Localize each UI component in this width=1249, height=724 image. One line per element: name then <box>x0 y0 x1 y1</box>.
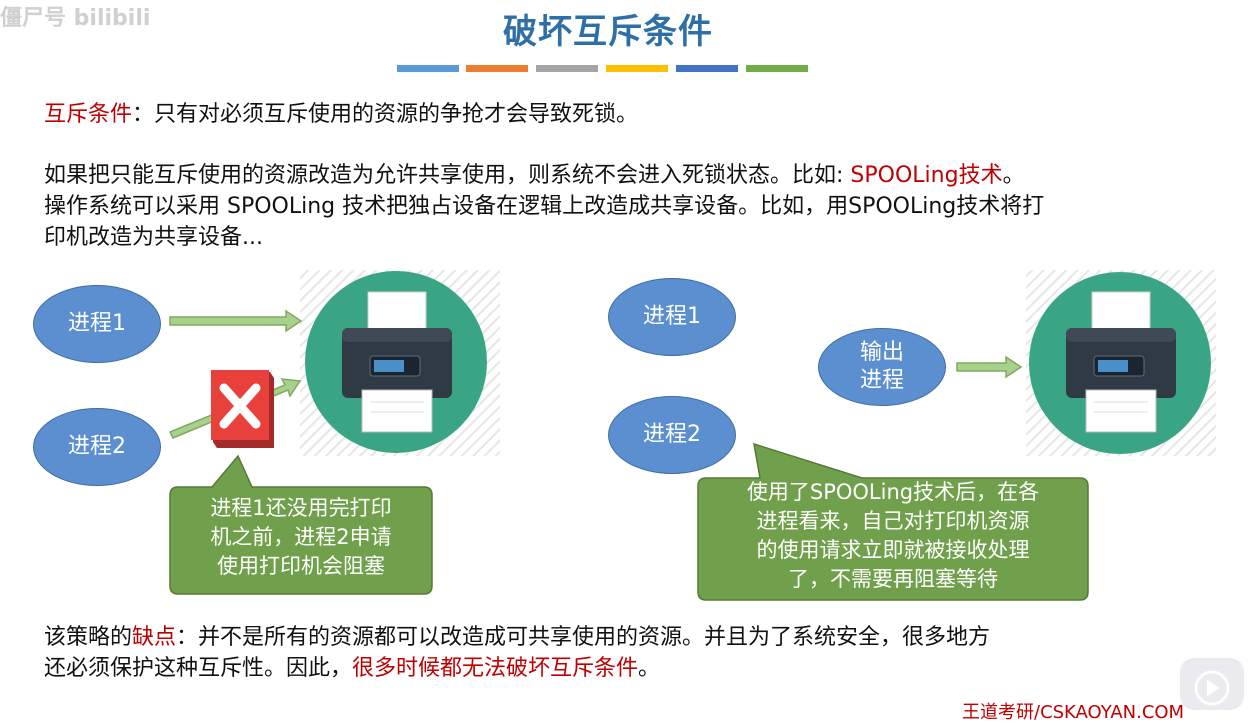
process2-node-left: 进程2 <box>33 408 161 486</box>
process2-label-left: 进程2 <box>68 434 126 459</box>
callout-left-line-2: 机之前，进程2申请 <box>210 525 392 549</box>
printer-icon-left <box>300 270 500 456</box>
process1-node-left: 进程1 <box>33 285 161 363</box>
mutex-label: 互斥条件 <box>44 102 133 127</box>
output-process-label-1: 输出 <box>859 340 904 365</box>
slide-title: 破坏互斥条件 <box>503 12 713 52</box>
drawback-line-2: 还必须保护这种互斥性。因此，很多时候都无法破坏互斥条件。 <box>44 653 990 684</box>
arrow-process1-to-printer <box>169 309 303 333</box>
color-bar-6 <box>746 65 808 72</box>
intro-line-1-post: 。 <box>1002 163 1025 188</box>
play-button[interactable] <box>1180 658 1244 710</box>
drawback-line-1-pre: 该策略的 <box>44 625 133 650</box>
callout-right-line-1: 使用了SPOOLing技术后，在各 <box>746 480 1040 504</box>
drawback-line-1: 该策略的缺点：并不是所有的资源都可以改造成可共享使用的资源。并且为了系统安全，很… <box>44 622 990 653</box>
output-process-label-2: 进程 <box>859 368 904 393</box>
drawback-line-2-pre: 还必须保护这种互斥性。因此， <box>44 656 353 681</box>
drawback-paragraph: 该策略的缺点：并不是所有的资源都可以改造成可共享使用的资源。并且为了系统安全，很… <box>44 622 990 684</box>
blocked-x-icon <box>211 370 274 448</box>
callout-right-line-4: 了，不需要再阻塞等待 <box>788 567 998 591</box>
color-bar-5 <box>676 65 738 72</box>
callout-right-line-2: 进程看来，自己对打印机资源 <box>756 509 1030 533</box>
drawback-line-2-post: 。 <box>638 656 661 681</box>
intro-line-2: 操作系统可以采用 SPOOLing 技术把独占设备在逻辑上改造成共享设备。比如，… <box>44 194 1045 219</box>
intro-line-1: 如果把只能互斥使用的资源改造为允许共享使用，则系统不会进入死锁状态。比如: SP… <box>44 160 1044 191</box>
process1-label-left: 进程1 <box>68 311 126 336</box>
footer-brand: 王道考研/CSKAOYAN.COM <box>962 702 1185 723</box>
printer-icon-right <box>1026 270 1216 456</box>
callout-left-line-3: 使用打印机会阻塞 <box>217 554 385 578</box>
process2-label-right: 进程2 <box>643 422 701 447</box>
intro-line-3: 印机改造为共享设备... <box>44 225 263 250</box>
color-bar-2 <box>466 65 528 72</box>
callout-left-text: 进程1还没用完打印 机之前，进程2申请 使用打印机会阻塞 <box>170 494 432 581</box>
mutex-sep: ： <box>132 102 155 127</box>
process1-label-right: 进程1 <box>643 304 701 329</box>
drawback-line-1-post: ：并不是所有的资源都可以改造成可共享使用的资源。并且为了系统安全，很多地方 <box>176 625 991 650</box>
output-process-node: 输出 进程 <box>818 328 946 406</box>
drawback-highlight: 缺点 <box>132 625 177 650</box>
conclusion-highlight: 很多时候都无法破坏互斥条件 <box>352 656 639 681</box>
mutex-definition: 互斥条件：只有对必须互斥使用的资源的争抢才会导致死锁。 <box>44 99 638 130</box>
callout-left-line-1: 进程1还没用完打印 <box>210 496 392 520</box>
play-icon <box>1194 670 1230 706</box>
callout-right-text: 使用了SPOOLing技术后，在各 进程看来，自己对打印机资源 的使用请求立即就… <box>698 478 1088 594</box>
arrow-output-to-printer <box>956 355 1023 379</box>
mutex-text: 只有对必须互斥使用的资源的争抢才会导致死锁。 <box>154 102 639 127</box>
callout-left-bubble <box>169 454 433 595</box>
watermark: 僵尸号 bilibili <box>0 6 151 31</box>
spooling-highlight: SPOOLing技术 <box>850 163 1003 188</box>
color-bar-3 <box>536 65 598 72</box>
color-bar-4 <box>606 65 668 72</box>
intro-line-1-pre: 如果把只能互斥使用的资源改造为允许共享使用，则系统不会进入死锁状态。比如: <box>44 163 851 188</box>
color-bar-1 <box>397 65 459 72</box>
intro-paragraph: 如果把只能互斥使用的资源改造为允许共享使用，则系统不会进入死锁状态。比如: SP… <box>44 160 1044 253</box>
process2-node-right: 进程2 <box>608 396 736 474</box>
callout-right-bubble <box>697 442 1089 601</box>
process1-node-right: 进程1 <box>608 278 736 356</box>
callout-right-line-3: 的使用请求立即就被接收处理 <box>756 538 1030 562</box>
